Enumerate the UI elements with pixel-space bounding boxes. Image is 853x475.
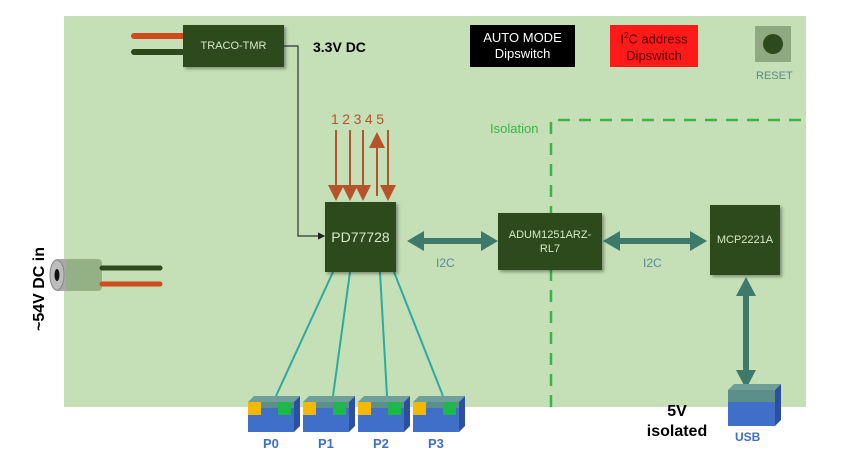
dc-jack-icon <box>49 259 102 291</box>
reset-button <box>755 26 791 62</box>
pin-number: 4 <box>364 111 377 127</box>
port-label: P1 <box>318 436 334 451</box>
i2c-label-1: I2C <box>436 256 455 270</box>
power-input-label: ~54V DC in <box>31 246 48 332</box>
port-line-2 <box>379 271 388 397</box>
pin-number: 1 <box>331 111 343 127</box>
pin-number: 2 <box>342 111 354 127</box>
port-line-3 <box>393 271 444 397</box>
isolated-supply-label: 5V isolated <box>646 403 708 440</box>
port-line-1 <box>332 271 351 397</box>
i2c-arrow-2 <box>603 231 707 251</box>
port-label: P3 <box>428 436 444 451</box>
pin-number: 3 <box>353 111 365 127</box>
poe-port-1 <box>303 396 355 432</box>
wire-3v3 <box>284 45 326 240</box>
usb-connector-icon <box>728 384 781 426</box>
pin-numbers: 12345 <box>331 111 387 127</box>
poe-port-0 <box>248 396 300 432</box>
i2c-arrow-1 <box>407 231 498 251</box>
usb-arrow <box>736 277 756 389</box>
poe-port-3 <box>413 396 465 432</box>
poe-port-2 <box>358 396 410 432</box>
usb-label: USB <box>735 430 761 444</box>
pse-controller-chip: PD77728 <box>325 202 396 272</box>
port-line-0 <box>275 271 334 397</box>
isolation-label: Isolation <box>490 121 539 136</box>
isolation-boundary <box>549 118 806 407</box>
pcb-board <box>64 16 806 407</box>
reset-label: RESET <box>756 70 793 82</box>
port-label: P0 <box>263 436 279 451</box>
regulator-output-label: 3.3V DC <box>313 39 366 55</box>
isolator-chip: ADUM1251ARZ-RL7 <box>498 213 602 270</box>
i2c-label-2: I2C <box>643 256 662 270</box>
usb-bridge-chip: MCP2221A <box>710 205 780 275</box>
regulator-chip: TRACO-TMR <box>183 25 284 67</box>
pin-number: 5 <box>376 111 388 127</box>
port-label: P2 <box>373 436 389 451</box>
